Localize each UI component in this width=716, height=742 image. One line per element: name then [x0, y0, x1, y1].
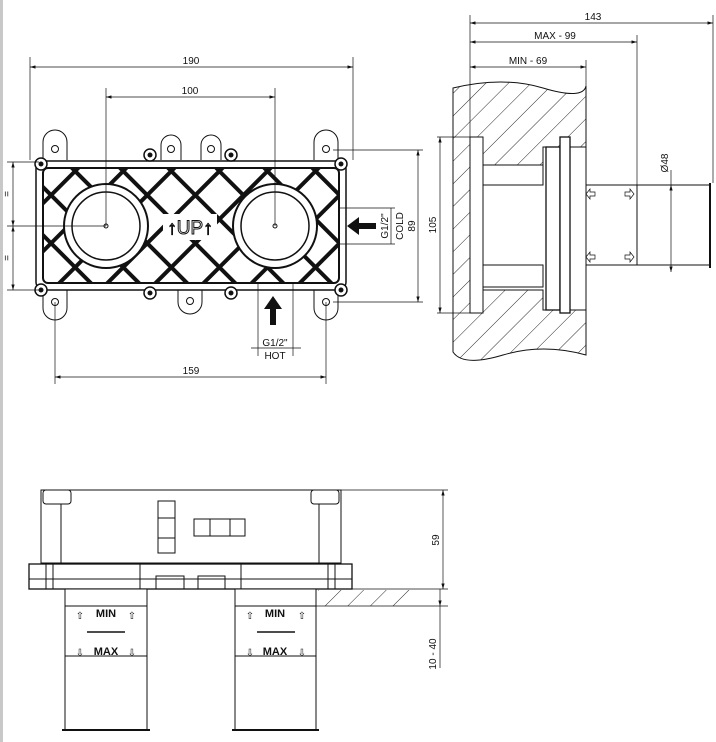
- mounting-plate: [545, 146, 561, 311]
- svg-text:⇧: ⇧: [128, 611, 136, 622]
- flange: [469, 136, 484, 314]
- screws: [34, 148, 348, 300]
- cold-inlet-arrow: [347, 217, 376, 235]
- svg-text:⇩: ⇩: [128, 648, 136, 659]
- dim-body-height-59: 59: [431, 534, 442, 546]
- dim-max-99: MAX - 99: [534, 31, 576, 42]
- front-dimensions: [7, 57, 423, 384]
- hot-inlet-arrow: [264, 296, 282, 325]
- dim-total-143: 143: [585, 12, 602, 23]
- cold-label: COLD: [395, 212, 406, 240]
- dim-min-69: MIN - 69: [509, 56, 548, 67]
- equal-mark-top: =: [3, 191, 13, 197]
- svg-text:⇧: ⇧: [76, 611, 84, 622]
- svg-text:⇩: ⇩: [76, 648, 84, 659]
- dim-center-distance: 100: [182, 86, 199, 97]
- svg-text:⇧: ⇧: [246, 611, 254, 622]
- hot-thread-label: G1/2": [262, 338, 288, 349]
- dim-height-105: 105: [428, 216, 439, 233]
- side-view: 143 MAX - 99 MIN - 69 105 Ø48: [428, 12, 714, 361]
- bottom-view: ⇧ ⇧ ⇩ ⇩ MIN MAX ⇧ ⇧ ⇩ ⇩ MIN MAX 59 10 - 40: [28, 489, 448, 731]
- svg-text:⇧: ⇧: [298, 611, 306, 622]
- wall-surface-section: [318, 590, 412, 606]
- max-label-left: MAX: [94, 646, 119, 658]
- dim-height-89: 89: [407, 220, 418, 232]
- dim-range-10-40: 10 - 40: [428, 638, 439, 670]
- svg-text:⇩: ⇩: [298, 648, 306, 659]
- extension-leg-right: ⇧ ⇧ ⇩ ⇩ MIN MAX: [232, 588, 319, 731]
- max-label-right: MAX: [263, 646, 288, 658]
- min-label-left: MIN: [96, 608, 116, 620]
- drawing-svg: ↑UP↑ 190 100 159 = = 89 G1/2" COLD G: [3, 12, 714, 731]
- equal-mark-bottom: =: [3, 255, 13, 261]
- extension-leg-left: ⇧ ⇧ ⇩ ⇩ MIN MAX: [62, 588, 150, 731]
- min-label-right: MIN: [265, 608, 285, 620]
- front-view: ↑UP↑ 190 100 159 = = 89 G1/2" COLD G: [3, 56, 423, 384]
- extension-tube: [585, 184, 638, 266]
- dim-overall-width: 190: [183, 56, 200, 67]
- cold-thread-label: G1/2": [380, 213, 391, 239]
- dim-mount-holes: 159: [183, 366, 200, 377]
- base-plate: [28, 563, 353, 590]
- dim-diameter-48: Ø48: [660, 153, 671, 172]
- box-top: [40, 489, 342, 564]
- mounting-tabs: [42, 129, 339, 321]
- up-label: ↑UP↑: [167, 218, 212, 239]
- side-dimensions: [437, 15, 714, 314]
- hot-label: HOT: [264, 351, 285, 362]
- svg-text:⇩: ⇩: [246, 648, 254, 659]
